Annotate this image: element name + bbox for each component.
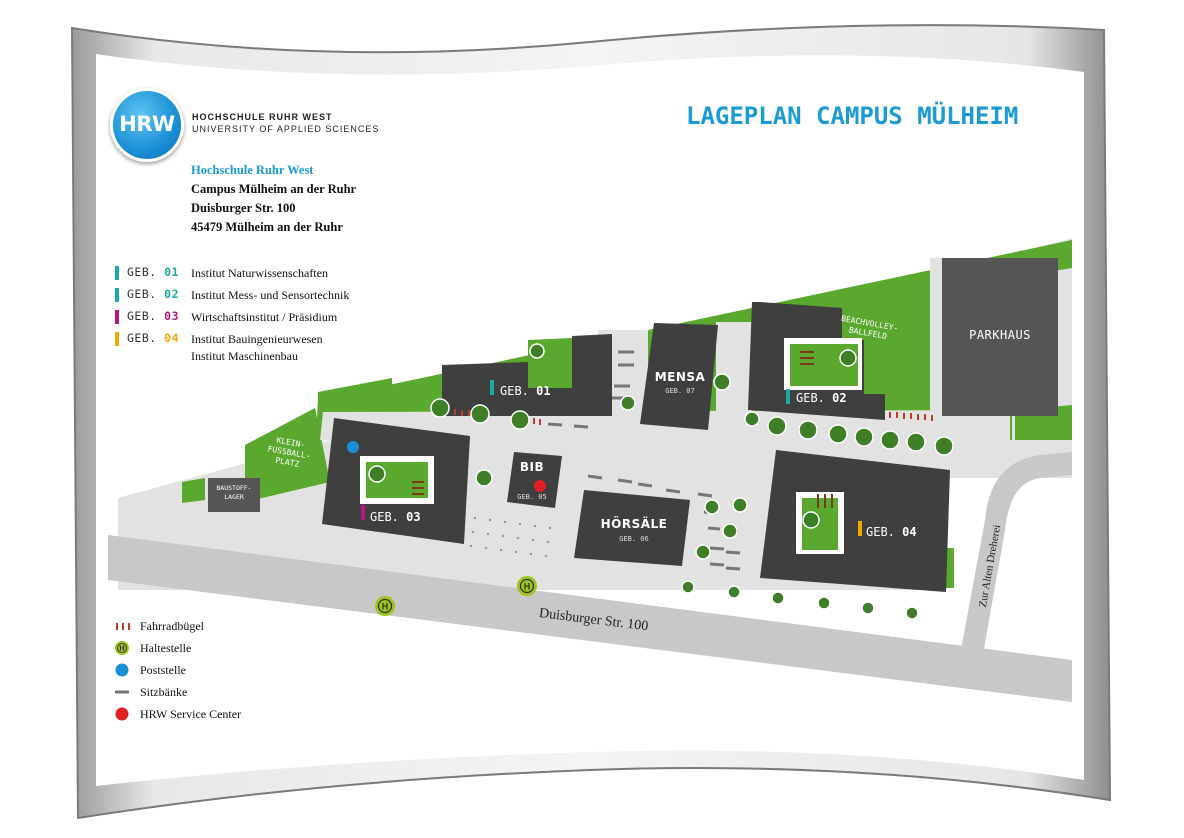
building-geb01 bbox=[442, 334, 612, 416]
address-line3: Duisburger Str. 100 bbox=[191, 201, 296, 215]
building-parkhaus bbox=[942, 258, 1058, 416]
legend-geb03-desc: Wirtschaftsinstitut / Präsidium bbox=[191, 310, 338, 324]
bench-icon bbox=[115, 690, 129, 694]
green-patch-west bbox=[182, 478, 205, 503]
address-line4: 45479 Mülheim an der Ruhr bbox=[191, 220, 343, 234]
address-line1: Hochschule Ruhr West bbox=[191, 163, 314, 177]
school-name: HOCHSCHULE RUHR WEST bbox=[192, 112, 333, 122]
geb02-color-bar bbox=[786, 389, 790, 404]
parkhaus-label: PARKHAUS bbox=[969, 328, 1031, 342]
poststelle-marker bbox=[347, 441, 359, 453]
parking-dots bbox=[469, 516, 552, 558]
legend-geb02-code: GEB. 02 bbox=[127, 287, 179, 301]
geb01-label: GEB. 01 bbox=[500, 384, 551, 398]
path-east bbox=[930, 258, 942, 433]
mensa-label: MENSA bbox=[654, 370, 706, 384]
geb04-label: GEB. 04 bbox=[866, 525, 917, 539]
legend-bench-label: Sitzbänke bbox=[140, 685, 188, 699]
bike-racks bbox=[454, 409, 933, 425]
legend-geb02-desc: Institut Mess- und Sensortechnik bbox=[191, 288, 350, 302]
svg-text:H: H bbox=[119, 646, 124, 653]
bus-stop-2: H bbox=[517, 576, 537, 596]
mail-dot-icon bbox=[115, 663, 129, 677]
path-mensa-east bbox=[716, 322, 752, 422]
svg-text:H: H bbox=[524, 582, 531, 592]
legend-bus-stop-label: Haltestelle bbox=[140, 641, 192, 655]
hrw-logo: HRW bbox=[110, 88, 184, 162]
legend-geb01-desc: Institut Naturwissenschaften bbox=[191, 266, 328, 280]
bib-sublabel: GEB. 05 bbox=[517, 493, 547, 501]
building-geb04 bbox=[760, 450, 950, 592]
building-hoersaele bbox=[574, 490, 690, 566]
bike-racks-courtyards bbox=[412, 351, 833, 508]
geb01-color-bar bbox=[490, 380, 494, 395]
trees bbox=[368, 343, 954, 620]
road-zur-alten-dreherei bbox=[960, 452, 1072, 660]
svg-text:H: H bbox=[382, 602, 389, 612]
legend-geb01-code: GEB. 01 bbox=[127, 265, 179, 279]
geb02-label: GEB. 02 bbox=[796, 391, 847, 405]
bus-stop-1: H bbox=[375, 596, 395, 616]
green-kleinfussball bbox=[245, 408, 330, 502]
building-bib bbox=[507, 452, 562, 508]
bib-label: BIB bbox=[519, 460, 545, 474]
legend-geb03-code: GEB. 03 bbox=[127, 309, 179, 323]
geb01-swatch bbox=[115, 266, 119, 280]
hrw-logo-text: HRW bbox=[119, 112, 175, 136]
hoersaele-label: HÖRSÄLE bbox=[600, 517, 668, 531]
legend-geb04-desc: Institut Bauingenieurwesen bbox=[191, 332, 323, 346]
geb03-label: GEB. 03 bbox=[370, 510, 421, 524]
geb03-swatch bbox=[115, 310, 119, 324]
geb04-swatch bbox=[115, 332, 119, 346]
bus-stop-icon: H bbox=[115, 641, 129, 655]
bike-rack-icon bbox=[116, 623, 130, 630]
baustoff-line2: LAGER bbox=[224, 493, 244, 501]
school-subtitle: UNIVERSITY OF APPLIED SCIENCES bbox=[192, 124, 380, 134]
service-center-marker bbox=[534, 480, 546, 492]
address-line2: Campus Mülheim an der Ruhr bbox=[191, 182, 357, 196]
mensa-sublabel: GEB. 07 bbox=[665, 387, 695, 395]
legend-bike-rack-label: Fahrradbügel bbox=[140, 619, 204, 633]
building-baustofflager bbox=[208, 478, 260, 512]
baustoff-line1: BAUSTOFF- bbox=[216, 484, 252, 492]
geb02-swatch bbox=[115, 288, 119, 302]
legend-service-center-label: HRW Service Center bbox=[140, 707, 242, 721]
legend-poststelle-label: Poststelle bbox=[140, 663, 187, 677]
geb03-color-bar bbox=[361, 505, 365, 520]
legend-geb04-desc2: Institut Maschinenbau bbox=[191, 349, 298, 363]
benches bbox=[547, 350, 741, 571]
road-duisburger-str bbox=[108, 535, 1072, 702]
hoersaele-sublabel: GEB. 06 bbox=[619, 535, 649, 543]
building-mensa bbox=[640, 323, 718, 430]
page-title: LAGEPLAN CAMPUS MÜLHEIM bbox=[686, 102, 1019, 130]
baustofflager-label: BAUSTOFF- LAGER bbox=[208, 484, 260, 502]
green-patch-2 bbox=[318, 378, 392, 408]
legend-geb04-code: GEB. 04 bbox=[127, 331, 179, 345]
geb04-color-bar bbox=[858, 521, 862, 536]
service-dot-icon bbox=[115, 707, 129, 721]
